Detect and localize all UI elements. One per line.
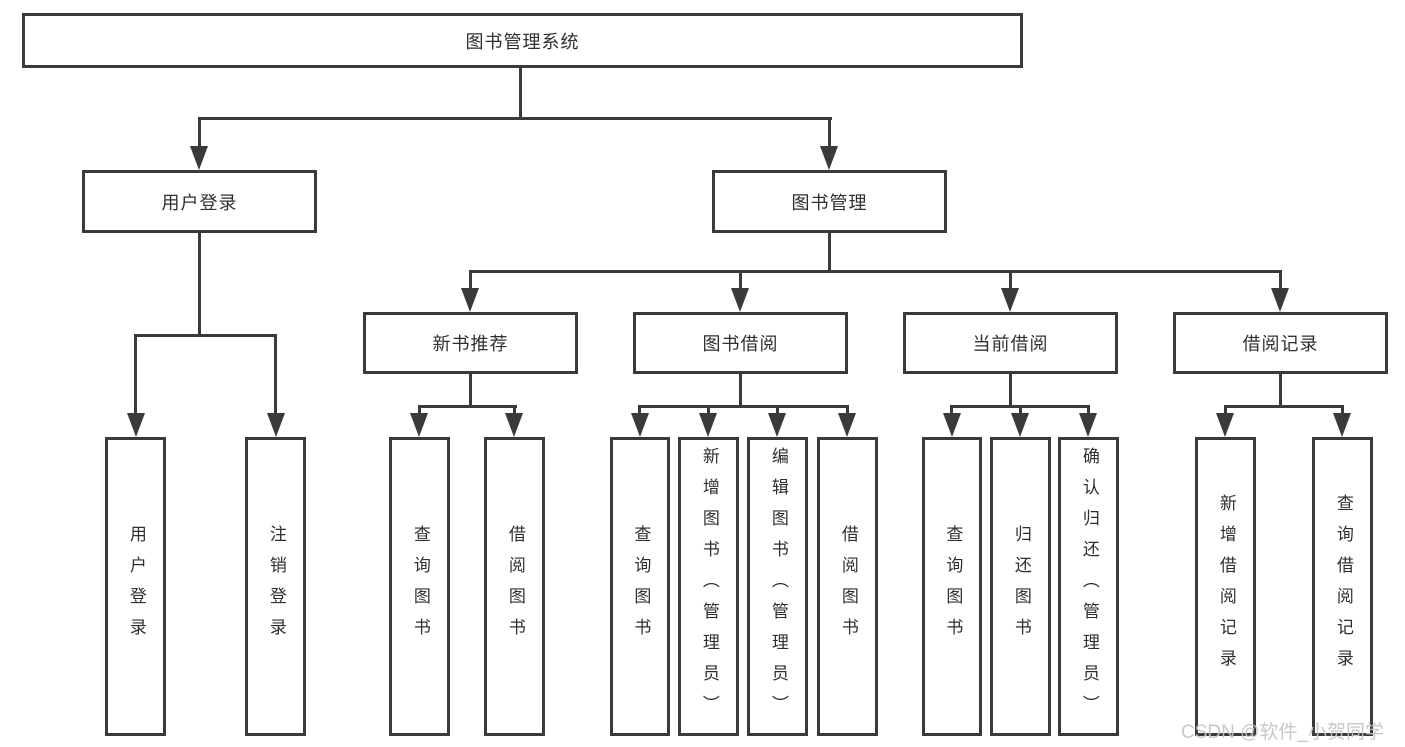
node-user-login-label: 用户登录 (161, 192, 238, 213)
leaf-borrow-books-recommend: 借阅图书 (484, 437, 545, 736)
connector-line (274, 336, 277, 414)
connector-line (1279, 272, 1282, 290)
leaf-user-login: 用户登录 (105, 437, 166, 736)
connector-line (134, 334, 277, 337)
connector-line (1279, 374, 1282, 407)
connector-line (846, 407, 849, 415)
node-new-book-recommend-label: 新书推荐 (432, 334, 509, 354)
leaf-add-book-admin: 新增图书（管理员） (678, 437, 739, 736)
leaf-add-book-admin-label: 新增图书（管理员） (699, 447, 719, 726)
arrow-down-icon (461, 288, 479, 312)
node-current-borrow: 当前借阅 (903, 312, 1118, 374)
node-user-login: 用户登录 (82, 170, 317, 233)
arrow-down-icon (1216, 413, 1234, 437)
leaf-return-book-label: 归还图书 (1011, 524, 1031, 649)
leaf-edit-book-admin: 编辑图书（管理员） (747, 437, 808, 736)
node-borrow-records: 借阅记录 (1173, 312, 1388, 374)
arrow-down-icon (1001, 288, 1019, 312)
node-root: 图书管理系统 (22, 13, 1023, 68)
connector-line (198, 117, 832, 120)
leaf-query-books-borrow: 查询图书 (610, 437, 670, 736)
connector-line (828, 233, 831, 272)
node-borrow-records-label: 借阅记录 (1242, 334, 1319, 354)
connector-line (198, 233, 201, 336)
arrow-down-icon (1271, 288, 1289, 312)
connector-line (519, 68, 522, 120)
connector-line (828, 119, 831, 148)
connector-line (469, 374, 472, 407)
csdn-watermark: CSDN @软件_小贺同学 (1181, 722, 1384, 743)
connector-line (1224, 405, 1344, 408)
arrow-down-icon (1079, 413, 1097, 437)
connector-line (1019, 407, 1022, 415)
connector-line (739, 374, 742, 407)
arrow-down-icon (731, 288, 749, 312)
arrow-down-icon (699, 413, 717, 437)
connector-line (134, 336, 137, 414)
arrow-down-icon (768, 413, 786, 437)
leaf-query-books-borrow-label: 查询图书 (631, 524, 651, 649)
arrow-down-icon (820, 146, 838, 170)
connector-line (1009, 272, 1012, 290)
leaf-user-login-label: 用户登录 (126, 524, 146, 649)
connector-line (950, 407, 953, 415)
arrow-down-icon (190, 146, 208, 170)
node-root-label: 图书管理系统 (465, 31, 580, 52)
leaf-borrow-books-recommend-label: 借阅图书 (505, 524, 525, 649)
leaf-logout-label: 注销登录 (266, 524, 286, 649)
node-book-borrow-label: 图书借阅 (702, 334, 779, 354)
leaf-query-books-current-label: 查询图书 (943, 524, 963, 649)
connector-line (739, 272, 742, 290)
leaf-confirm-return-admin: 确认归还（管理员） (1058, 437, 1119, 736)
arrow-down-icon (943, 413, 961, 437)
leaf-borrow-books-label: 借阅图书 (838, 524, 858, 649)
arrow-down-icon (838, 413, 856, 437)
arrow-down-icon (1333, 413, 1351, 437)
connector-line (1224, 407, 1227, 415)
connector-line (1009, 374, 1012, 407)
connector-line (418, 405, 517, 408)
arrow-down-icon (410, 413, 428, 437)
node-current-borrow-label: 当前借阅 (972, 334, 1049, 354)
connector-line (469, 272, 472, 290)
connector-line (638, 407, 641, 415)
leaf-logout: 注销登录 (245, 437, 306, 736)
leaf-return-book: 归还图书 (990, 437, 1051, 736)
node-book-borrow: 图书借阅 (633, 312, 848, 374)
leaf-query-books-recommend-label: 查询图书 (410, 524, 430, 649)
connector-line (638, 405, 849, 408)
arrow-down-icon (267, 413, 285, 437)
connector-line (198, 119, 201, 148)
leaf-edit-book-admin-label: 编辑图书（管理员） (768, 447, 788, 726)
leaf-add-borrow-record-label: 新增借阅记录 (1216, 493, 1236, 680)
connector-line (418, 407, 421, 415)
connector-line (513, 407, 516, 415)
node-book-management: 图书管理 (712, 170, 947, 233)
connector-line (707, 407, 710, 415)
leaf-query-borrow-record: 查询借阅记录 (1312, 437, 1373, 736)
arrow-down-icon (631, 413, 649, 437)
leaf-query-books-current: 查询图书 (922, 437, 982, 736)
connector-line (1341, 407, 1344, 415)
connector-line (1087, 407, 1090, 415)
arrow-down-icon (1011, 413, 1029, 437)
connector-line (776, 407, 779, 415)
node-book-management-label: 图书管理 (791, 192, 868, 213)
node-new-book-recommend: 新书推荐 (363, 312, 578, 374)
arrow-down-icon (505, 413, 523, 437)
leaf-borrow-books: 借阅图书 (817, 437, 878, 736)
arrow-down-icon (127, 413, 145, 437)
connector-line (469, 270, 1282, 273)
leaf-confirm-return-admin-label: 确认归还（管理员） (1079, 447, 1099, 726)
leaf-add-borrow-record: 新增借阅记录 (1195, 437, 1256, 736)
leaf-query-borrow-record-label: 查询借阅记录 (1333, 493, 1353, 680)
leaf-query-books-recommend: 查询图书 (389, 437, 450, 736)
connector-line (950, 405, 1090, 408)
